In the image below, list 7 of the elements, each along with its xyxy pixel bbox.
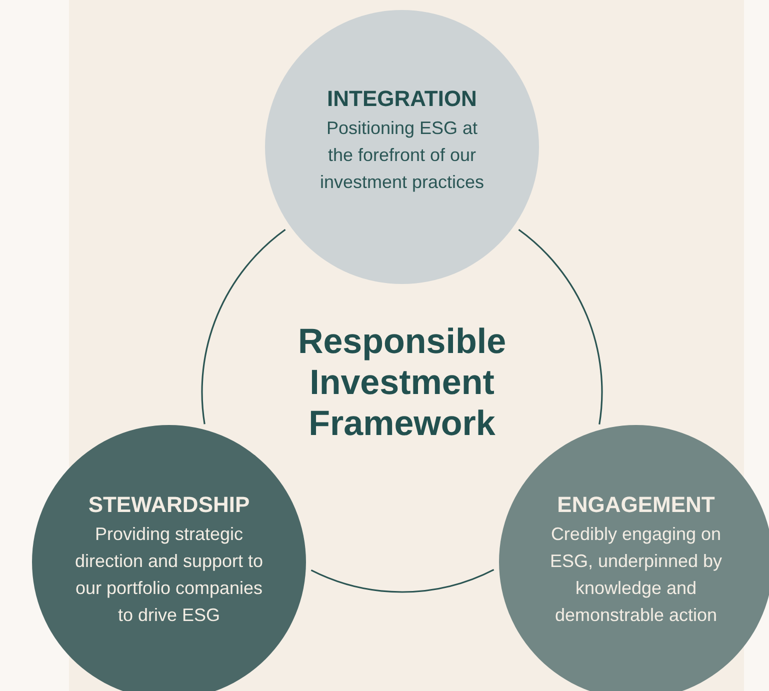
circle-heading: STEWARDSHIP: [88, 490, 250, 518]
framework-title: Responsible Investment Framework: [272, 317, 532, 447]
circle-heading: INTEGRATION: [327, 85, 477, 113]
circle-description: Credibly engaging on ESG, underpinned by knowledge and demonstrable action: [548, 522, 724, 626]
circle-description: Providing strategic direction and support to our portfolio companies to drive ESG: [74, 522, 264, 626]
circle-description: Positioning ESG at the forefront of our investment practices: [318, 117, 486, 194]
circle-heading: ENGAGEMENT: [557, 490, 715, 518]
